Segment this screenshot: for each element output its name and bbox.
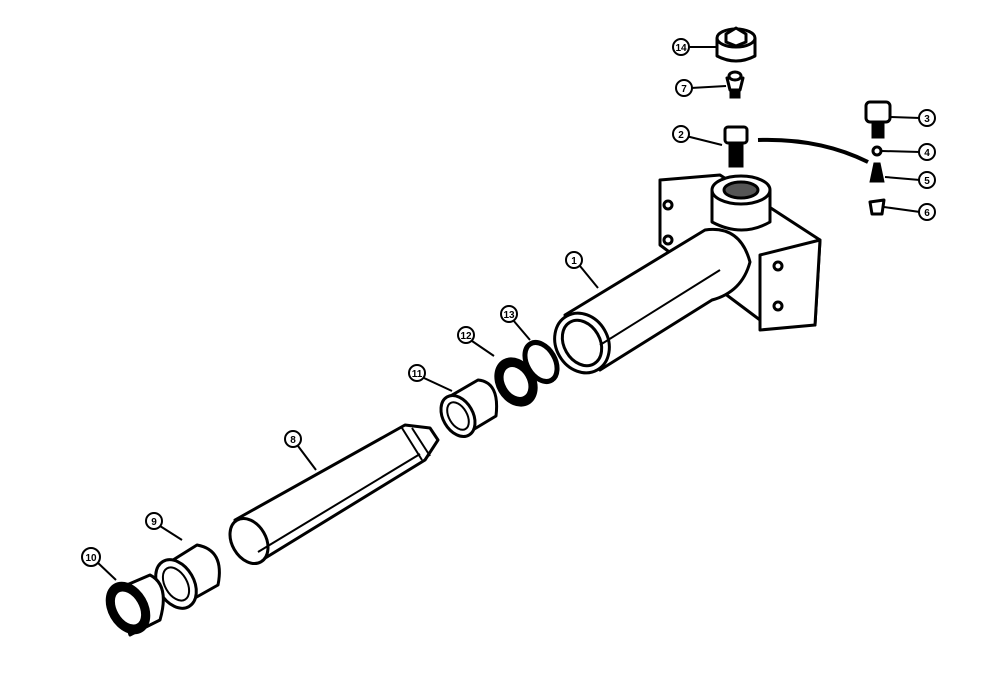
callout-10-label: 10: [85, 553, 97, 564]
callout-13: 13: [500, 305, 531, 341]
callout-11: 11: [408, 364, 453, 392]
part-2-banjo-bolt: [723, 125, 749, 168]
part-10-wiper-seal: [105, 573, 165, 637]
callout-2: 2: [672, 125, 723, 146]
part-6-seat: [868, 198, 886, 216]
part-3-fitting: [864, 100, 892, 139]
part-5-spring: [869, 162, 885, 183]
hydraulic-line: [757, 137, 869, 164]
part-8-piston-rod: [228, 423, 440, 565]
callout-12: 12: [457, 326, 495, 357]
callout-4: 4: [881, 143, 936, 161]
callout-10: 10: [81, 547, 117, 581]
part-4-ball: [871, 145, 883, 157]
callout-4-label: 4: [924, 148, 930, 159]
part-11-bushing: [439, 378, 499, 438]
callout-3: 3: [890, 109, 936, 127]
part-1-cylinder-body: [553, 173, 822, 375]
callout-6-label: 6: [924, 208, 930, 219]
callout-7-label: 7: [681, 84, 687, 95]
callout-8-label: 8: [290, 435, 296, 446]
part-14-plug: [715, 26, 757, 63]
callout-9-label: 9: [151, 517, 157, 528]
callout-11-label: 11: [412, 369, 423, 380]
part-12-seal: [494, 357, 538, 407]
callout-14-label: 14: [675, 43, 687, 54]
callout-9: 9: [145, 512, 183, 541]
callout-5: 5: [884, 171, 936, 189]
callout-7: 7: [675, 79, 727, 97]
part-7-grease-fitting: [725, 70, 745, 99]
callout-1-label: 1: [571, 256, 577, 267]
callout-1: 1: [565, 251, 599, 289]
callout-14: 14: [672, 38, 716, 56]
callout-5-label: 5: [924, 176, 930, 187]
callout-2-label: 2: [678, 130, 684, 141]
callout-8: 8: [284, 430, 317, 471]
callout-12-label: 12: [460, 331, 472, 342]
callout-6: 6: [883, 203, 936, 221]
part-9-bushing: [154, 543, 221, 610]
callout-3-label: 3: [924, 114, 930, 125]
callout-13-label: 13: [503, 310, 515, 321]
